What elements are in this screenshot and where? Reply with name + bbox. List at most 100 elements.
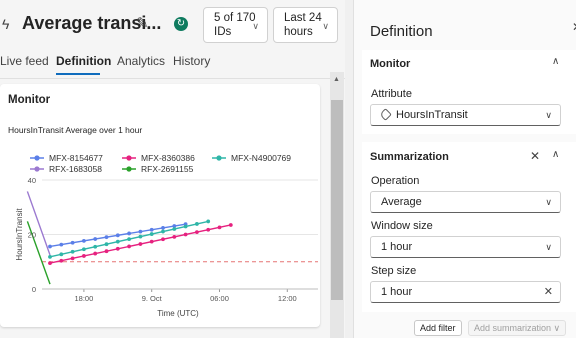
time-range-line2: hours: [284, 26, 313, 38]
operation-dropdown[interactable]: Average ∨: [370, 191, 561, 213]
data-point: [82, 247, 86, 252]
monitor-pane: ϟ Average transi... ✎ ↻ 5 of 170 IDs ∨ L…: [0, 0, 345, 338]
x-axis-label: Time (UTC): [157, 309, 199, 318]
data-point: [127, 231, 131, 236]
ids-selector-line1: 5 of 170: [214, 12, 256, 24]
add-summarization-label: Add summarization: [474, 323, 552, 333]
section-heading-summarization: Summarization: [370, 151, 449, 163]
data-point: [93, 244, 98, 249]
y-axis-label: HoursInTransit: [15, 208, 24, 261]
data-point: [161, 225, 165, 230]
data-point: [161, 237, 165, 242]
series-line: [26, 221, 51, 285]
data-point: [195, 230, 199, 235]
step-size-label: Step size: [371, 265, 417, 277]
data-point: [59, 252, 64, 257]
page-title: Average transi...: [22, 13, 162, 33]
data-point: [48, 244, 52, 249]
x-tick-label: 12:00: [278, 294, 297, 303]
step-size-value: 1 hour: [381, 286, 413, 298]
data-point: [104, 242, 109, 247]
chevron-up-icon[interactable]: ∧: [552, 56, 560, 67]
data-point: [59, 242, 64, 247]
data-point: [149, 239, 154, 244]
legend-label: RFX-2691155: [141, 164, 194, 174]
data-point: [138, 242, 143, 246]
window-size-label: Window size: [371, 220, 433, 232]
header-bar: ϟ Average transi... ✎ ↻ 5 of 170 IDs ∨ L…: [0, 0, 345, 48]
pencil-icon[interactable]: ✎: [136, 15, 149, 32]
x-tick-label: 9. Oct: [142, 294, 163, 303]
series-line: [26, 191, 51, 256]
legend-marker: [126, 155, 132, 161]
sync-icon[interactable]: ↻: [174, 17, 188, 31]
legend-label: MFX-8360386: [141, 153, 195, 163]
section-heading-monitor: Monitor: [370, 58, 411, 70]
legend-label: MFX-N4900769: [231, 153, 291, 163]
data-point: [228, 223, 233, 227]
operation-label: Operation: [371, 175, 420, 187]
panel-title: Definition: [370, 23, 433, 40]
y-tick-label: 20: [28, 231, 36, 240]
card-title: Monitor: [8, 94, 51, 106]
time-range-line1: Last 24: [284, 12, 322, 24]
chevron-down-icon: ∨: [252, 21, 259, 31]
data-point: [59, 258, 64, 263]
window-size-dropdown[interactable]: 1 hour ∨: [370, 236, 561, 258]
legend-marker: [34, 166, 40, 172]
tag-icon: [379, 108, 392, 121]
x-tick-label: 18:00: [75, 294, 94, 303]
data-point: [70, 256, 75, 261]
tab-definition[interactable]: Definition: [56, 54, 112, 68]
data-point: [172, 224, 177, 228]
data-point: [115, 239, 120, 244]
data-point: [70, 249, 75, 254]
tab-analytics[interactable]: Analytics: [117, 54, 166, 68]
legend-label: MFX-8154677: [49, 153, 103, 163]
data-point: [93, 237, 98, 241]
data-point: [104, 249, 109, 254]
chevron-down-icon: ∨: [545, 242, 552, 252]
y-tick-label: 40: [28, 176, 36, 185]
chart-grid: [42, 179, 318, 290]
data-point: [183, 232, 188, 237]
chevron-up-icon[interactable]: ∧: [552, 149, 560, 160]
divider: [0, 78, 345, 79]
data-point: [115, 233, 120, 238]
data-point: [217, 225, 222, 230]
ids-selector-line2: IDs: [214, 26, 232, 38]
step-size-input[interactable]: 1 hour ✕: [370, 281, 561, 303]
add-summarization-button[interactable]: Add summarization ∨: [468, 320, 567, 336]
close-icon[interactable]: ✕: [572, 20, 576, 34]
flash-icon: ϟ: [2, 16, 10, 32]
data-point: [93, 251, 98, 256]
window-size-value: 1 hour: [381, 241, 413, 253]
time-range-selector[interactable]: Last 24 hours ∨: [273, 7, 338, 43]
data-point: [206, 227, 211, 232]
legend-marker: [34, 155, 40, 161]
tab-live-feed[interactable]: Live feed: [0, 54, 49, 68]
definition-panel: Definition ✕ Monitor ∧ Attribute HoursIn…: [353, 0, 576, 338]
data-point: [172, 227, 177, 231]
tab-history[interactable]: History: [173, 54, 211, 68]
line-chart: MFX-8154677 MFX-8360386 MFX-N4900769RFX-16…: [15, 153, 318, 318]
add-filter-button[interactable]: Add filter: [414, 320, 462, 336]
operation-value: Average: [381, 196, 422, 208]
data-point: [70, 240, 75, 245]
legend-marker: [126, 166, 132, 172]
data-point: [104, 235, 109, 240]
clear-icon[interactable]: ✕: [543, 286, 553, 298]
close-icon[interactable]: ✕: [530, 149, 541, 163]
data-point: [149, 227, 154, 232]
ids-selector[interactable]: 5 of 170 IDs ∨: [203, 7, 268, 43]
scroll-up-icon[interactable]: ▲: [333, 76, 340, 83]
scrollbar-thumb[interactable]: [331, 100, 343, 300]
legend-marker: [216, 155, 222, 161]
chart-legend: MFX-8154677 MFX-8360386 MFX-N4900769RFX-16…: [30, 153, 291, 174]
chart-title: HoursInTransit Average over 1 hour: [8, 125, 143, 135]
attribute-value: HoursInTransit: [396, 109, 468, 121]
legend-label: RFX-1683058: [49, 164, 102, 174]
data-point: [82, 254, 86, 258]
attribute-dropdown[interactable]: HoursInTransit ∨: [370, 104, 561, 126]
